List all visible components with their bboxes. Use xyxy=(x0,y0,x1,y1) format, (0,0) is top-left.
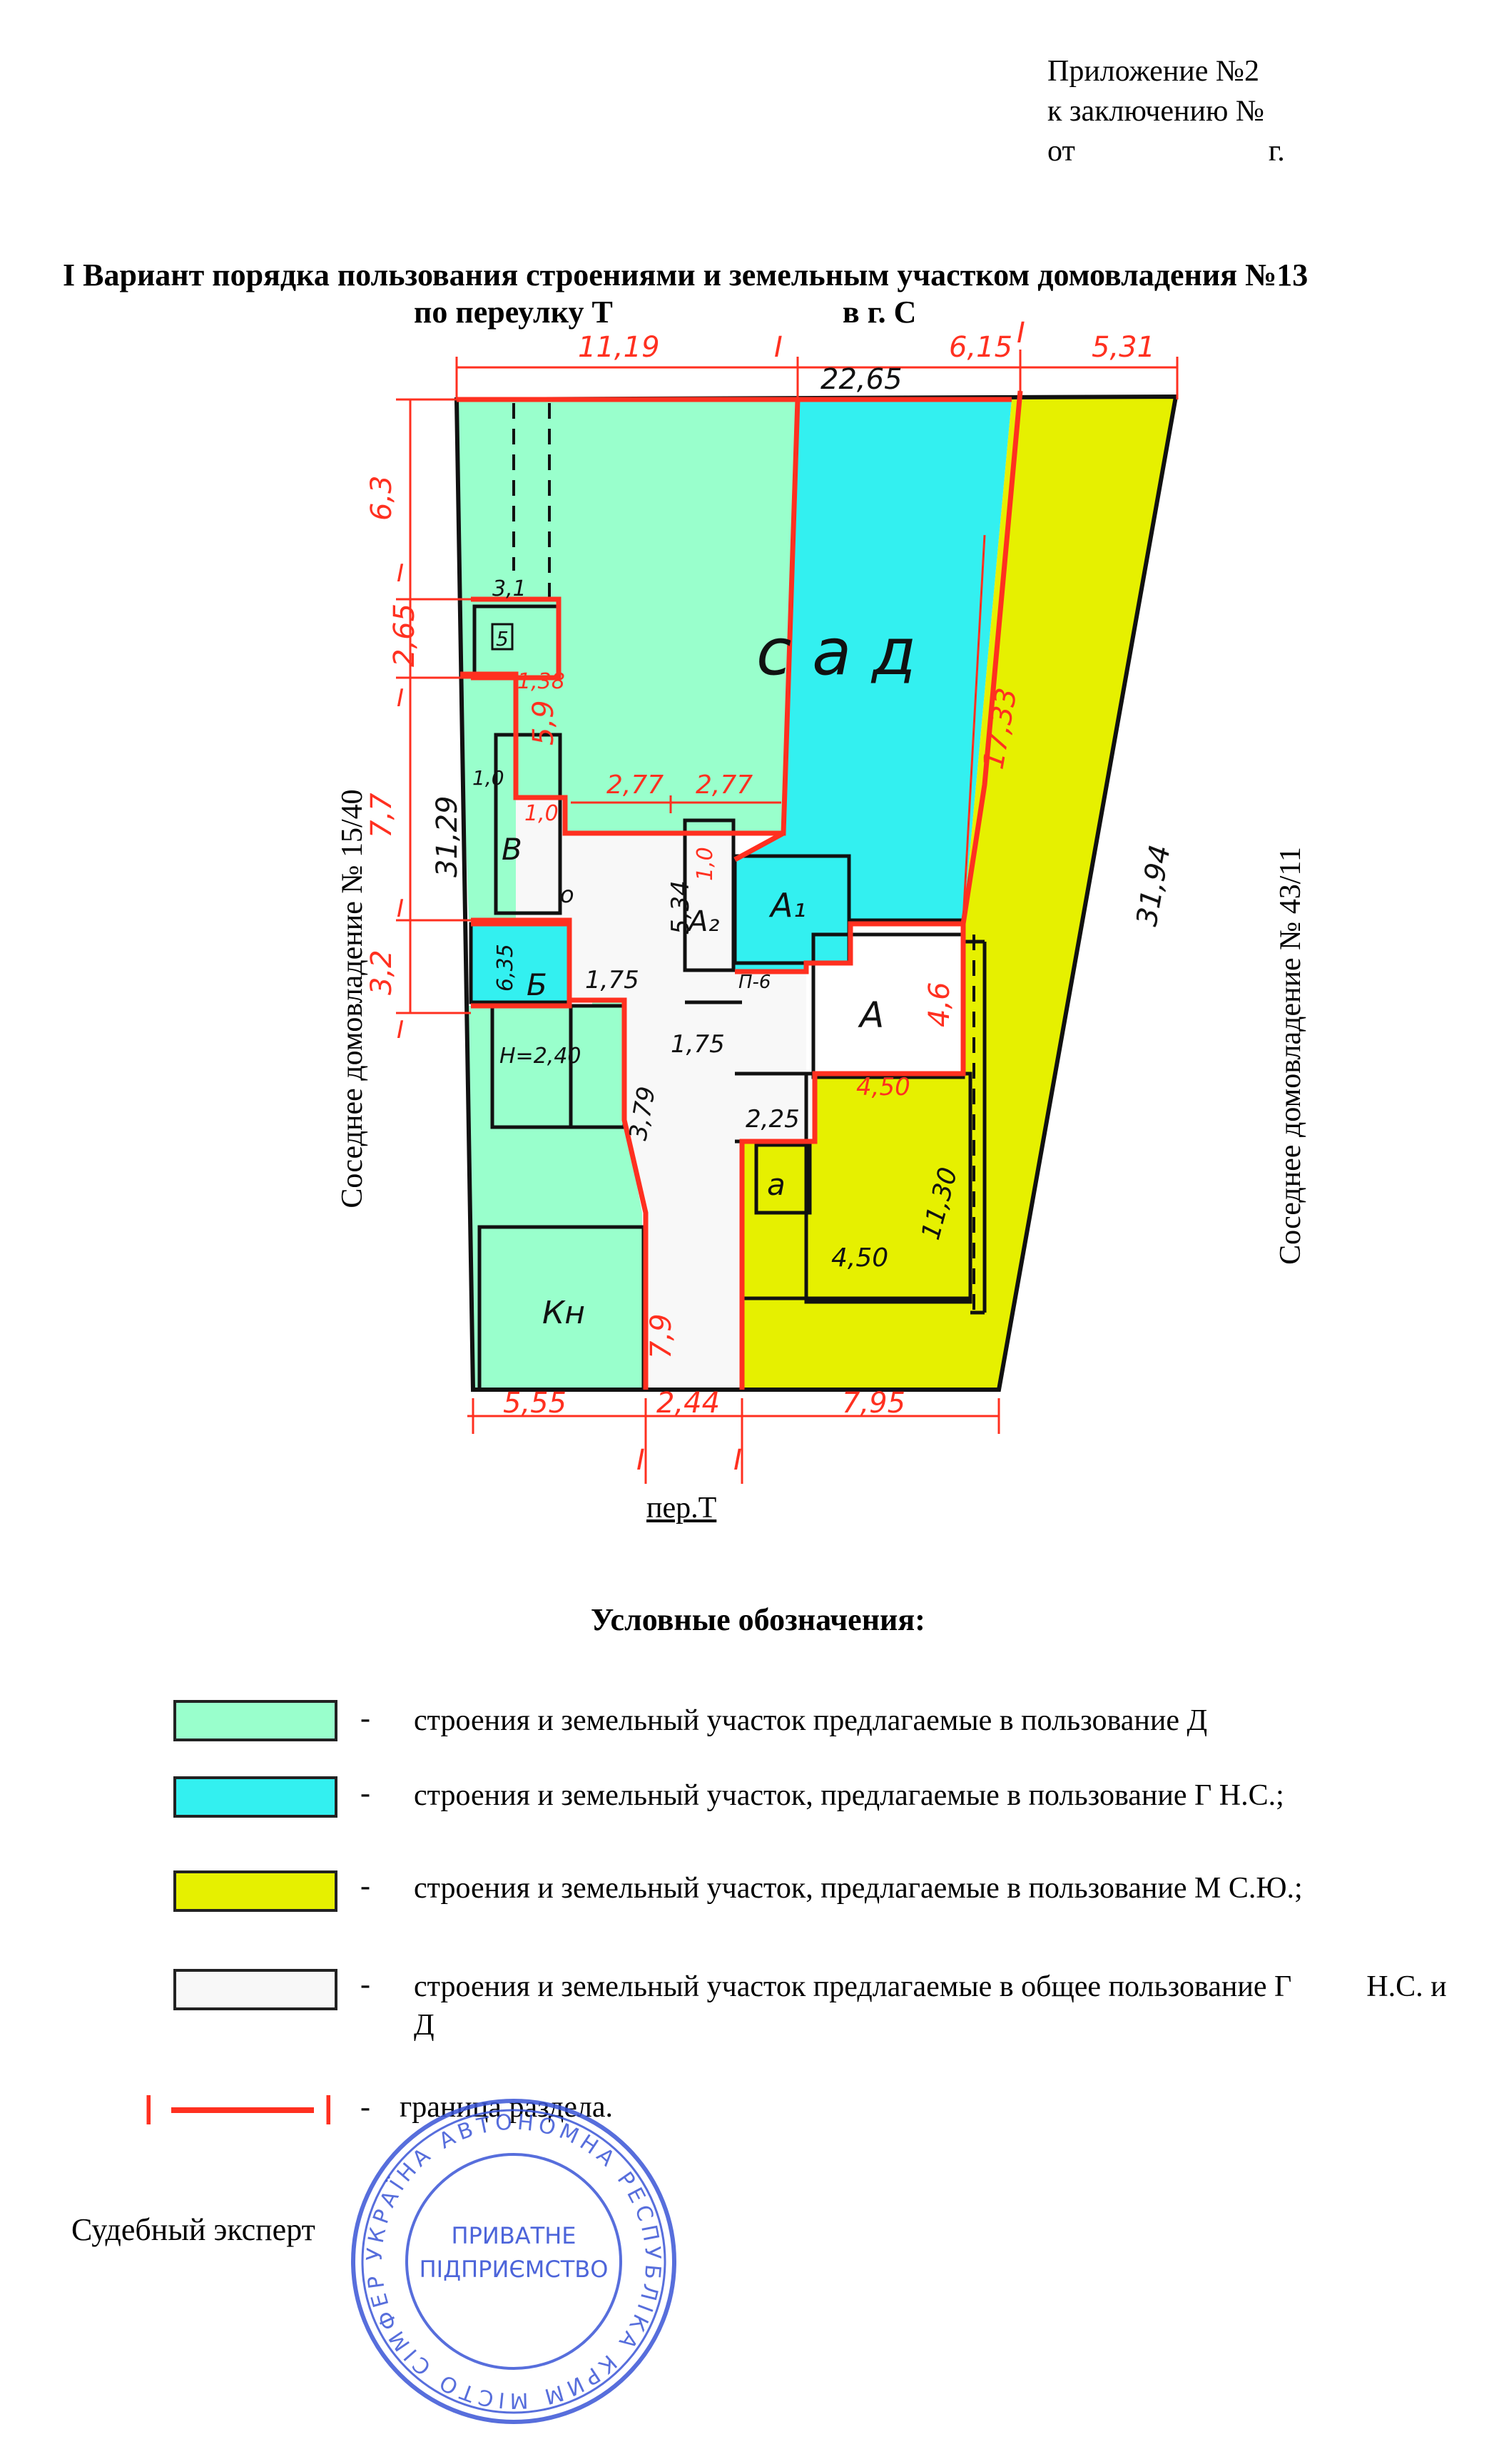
building-kn: Кн xyxy=(542,1295,585,1331)
dimension-lines xyxy=(396,350,1179,1484)
dim-inner-450a: 4,50 xyxy=(856,1073,910,1101)
boundary-mark-bottom-2: I xyxy=(733,1444,742,1477)
legend-swatch-g xyxy=(173,1776,337,1818)
dim-left-d: 3,2 xyxy=(365,950,398,995)
building-h240: Н=2,40 xyxy=(499,1044,581,1069)
dim-bottom-d: 5,55 xyxy=(503,1387,566,1420)
building-p6: П-6 xyxy=(738,972,771,993)
legend-dash-1: - xyxy=(360,1702,370,1735)
legend-boundary-symbol: I I xyxy=(143,2088,335,2134)
dim-inner-277b: 2,77 xyxy=(696,770,753,800)
dim-top-d: 11,19 xyxy=(578,331,660,364)
appendix-date-prefix: от xyxy=(1047,135,1075,168)
signature-label: Судебный эксперт xyxy=(71,2212,315,2247)
appendix-date-suffix: г. xyxy=(1268,135,1285,168)
dim-inner-225: 2,25 xyxy=(746,1105,800,1134)
appendix-line-1: Приложение №2 xyxy=(1047,55,1259,88)
appendix-line-3: от г. xyxy=(1047,131,1285,171)
legend-swatch-m xyxy=(173,1870,337,1912)
fence-lines xyxy=(512,403,975,1313)
zone-m xyxy=(742,397,1176,1390)
dim-total-top: 22,65 xyxy=(820,363,903,396)
dim-top-m: 5,31 xyxy=(1092,331,1155,364)
boundary-mark-bottom-1: I xyxy=(636,1444,645,1477)
dim-inner-138: 1,38 xyxy=(517,669,565,694)
partition-boundaries xyxy=(457,390,1023,1390)
site-plan: 11,19 6,15 5,31 I I 6,3 2,65 7,7 3,2 5,9… xyxy=(365,317,1179,1484)
dim-inner-175a: 1,75 xyxy=(585,966,639,994)
boundary-mark-left-1: I xyxy=(397,559,404,588)
dim-inner-46: 4,6 xyxy=(923,982,956,1027)
zone-d xyxy=(457,399,798,1391)
dim-total-right: 31,94 xyxy=(1131,842,1177,929)
legend-title: Условные обозначения: xyxy=(591,1602,925,1637)
page-subtitle: по переулку Т в г. С xyxy=(414,294,916,330)
dim-left-c: 7,7 xyxy=(365,793,398,838)
dim-inner-79: 7,9 xyxy=(645,1313,678,1359)
building-o: о xyxy=(560,881,574,908)
stamp-center-line-1: ПРИВАТНЕ xyxy=(452,2222,576,2249)
dim-top-g: 6,15 xyxy=(949,331,1012,364)
boundary-mark-top-1: I xyxy=(774,331,783,364)
dim-bottom-m: 7,95 xyxy=(842,1387,905,1420)
black-labels: 22,65 31,29 31,94 5,34 1,75 1,75 3,79 2,… xyxy=(431,363,1177,1331)
legend-dash-3: - xyxy=(360,1870,370,1903)
dim-inner-59: 5,9 xyxy=(527,700,560,745)
legend-swatch-d xyxy=(173,1700,337,1741)
subtitle-street: по переулку Т xyxy=(414,295,613,330)
street-label: пер.Т xyxy=(646,1492,717,1524)
building-a1: А₁ xyxy=(768,886,806,925)
dim-inner-175b: 1,75 xyxy=(671,1030,725,1059)
dim-bottom-common: 2,44 xyxy=(656,1387,720,1420)
garden-label: с а д xyxy=(756,615,916,690)
dim-inner-635: 6,35 xyxy=(493,944,518,992)
dim-inner-10a: 1,0 xyxy=(524,801,559,826)
legend-boundary-mark-left: I xyxy=(143,2088,155,2134)
legend-item-g: строения и земельный участок, предлагаем… xyxy=(414,1779,1284,1812)
building-b: Б xyxy=(527,967,547,1002)
boundary-mark-left-4: I xyxy=(397,1016,404,1044)
dim-inner-277a: 2,77 xyxy=(606,770,664,800)
building-a2: А₂ xyxy=(686,905,719,938)
legend-boundary-mark-right: I xyxy=(322,2088,335,2134)
dim-inner-450b: 4,50 xyxy=(831,1243,888,1273)
legend-dash-4: - xyxy=(360,1968,370,2001)
dim-left-a: 6,3 xyxy=(365,475,398,521)
boundary-mark-left-3: I xyxy=(397,895,404,923)
appendix-header: Приложение №2 к заключению № от г. xyxy=(1047,51,1285,171)
building-a: А xyxy=(858,994,884,1036)
page-title: I Вариант порядка пользования строениями… xyxy=(63,258,1309,292)
legend-swatch-common xyxy=(173,1969,337,2010)
legend-dash-2: - xyxy=(360,1777,370,1810)
legend-boundary-label: граница раздела. xyxy=(400,2091,614,2124)
building-a-small: а xyxy=(767,1167,786,1202)
boundary-mark-top-2: I xyxy=(1017,317,1025,350)
company-stamp: УКРАЇНА АВТОНОМНА РЕСПУБЛІКА КРИМ МІСТО … xyxy=(342,2090,676,2424)
building-v: В xyxy=(502,832,522,867)
dim-inner-534: 5,34 xyxy=(666,880,695,935)
appendix-line-2: к заключению № xyxy=(1047,95,1264,128)
legend-item-d: строения и земельный участок предлагаемы… xyxy=(414,1704,1208,1737)
dim-inner-10c: 1,0 xyxy=(693,847,718,881)
mark-5: 5 xyxy=(496,627,509,651)
dim-inner-31: 3,1 xyxy=(492,576,527,601)
stamp-center-line-2: ПІДПРИЄМСТВО xyxy=(420,2256,609,2283)
dim-inner-10b: 1,0 xyxy=(472,766,504,790)
legend-item-m: строения и земельный участок, предлагаем… xyxy=(414,1872,1303,1905)
dim-total-left: 31,29 xyxy=(431,795,464,877)
legend-item-common: строения и земельный участок предлагаемы… xyxy=(414,1970,1455,2042)
zone-g xyxy=(471,399,1012,1006)
legend-dash-5: - xyxy=(360,2091,370,2124)
subtitle-city: в г. С xyxy=(842,295,917,330)
boundary-mark-left-2: I xyxy=(397,684,404,713)
dim-left-b: 2,65 xyxy=(388,604,421,667)
